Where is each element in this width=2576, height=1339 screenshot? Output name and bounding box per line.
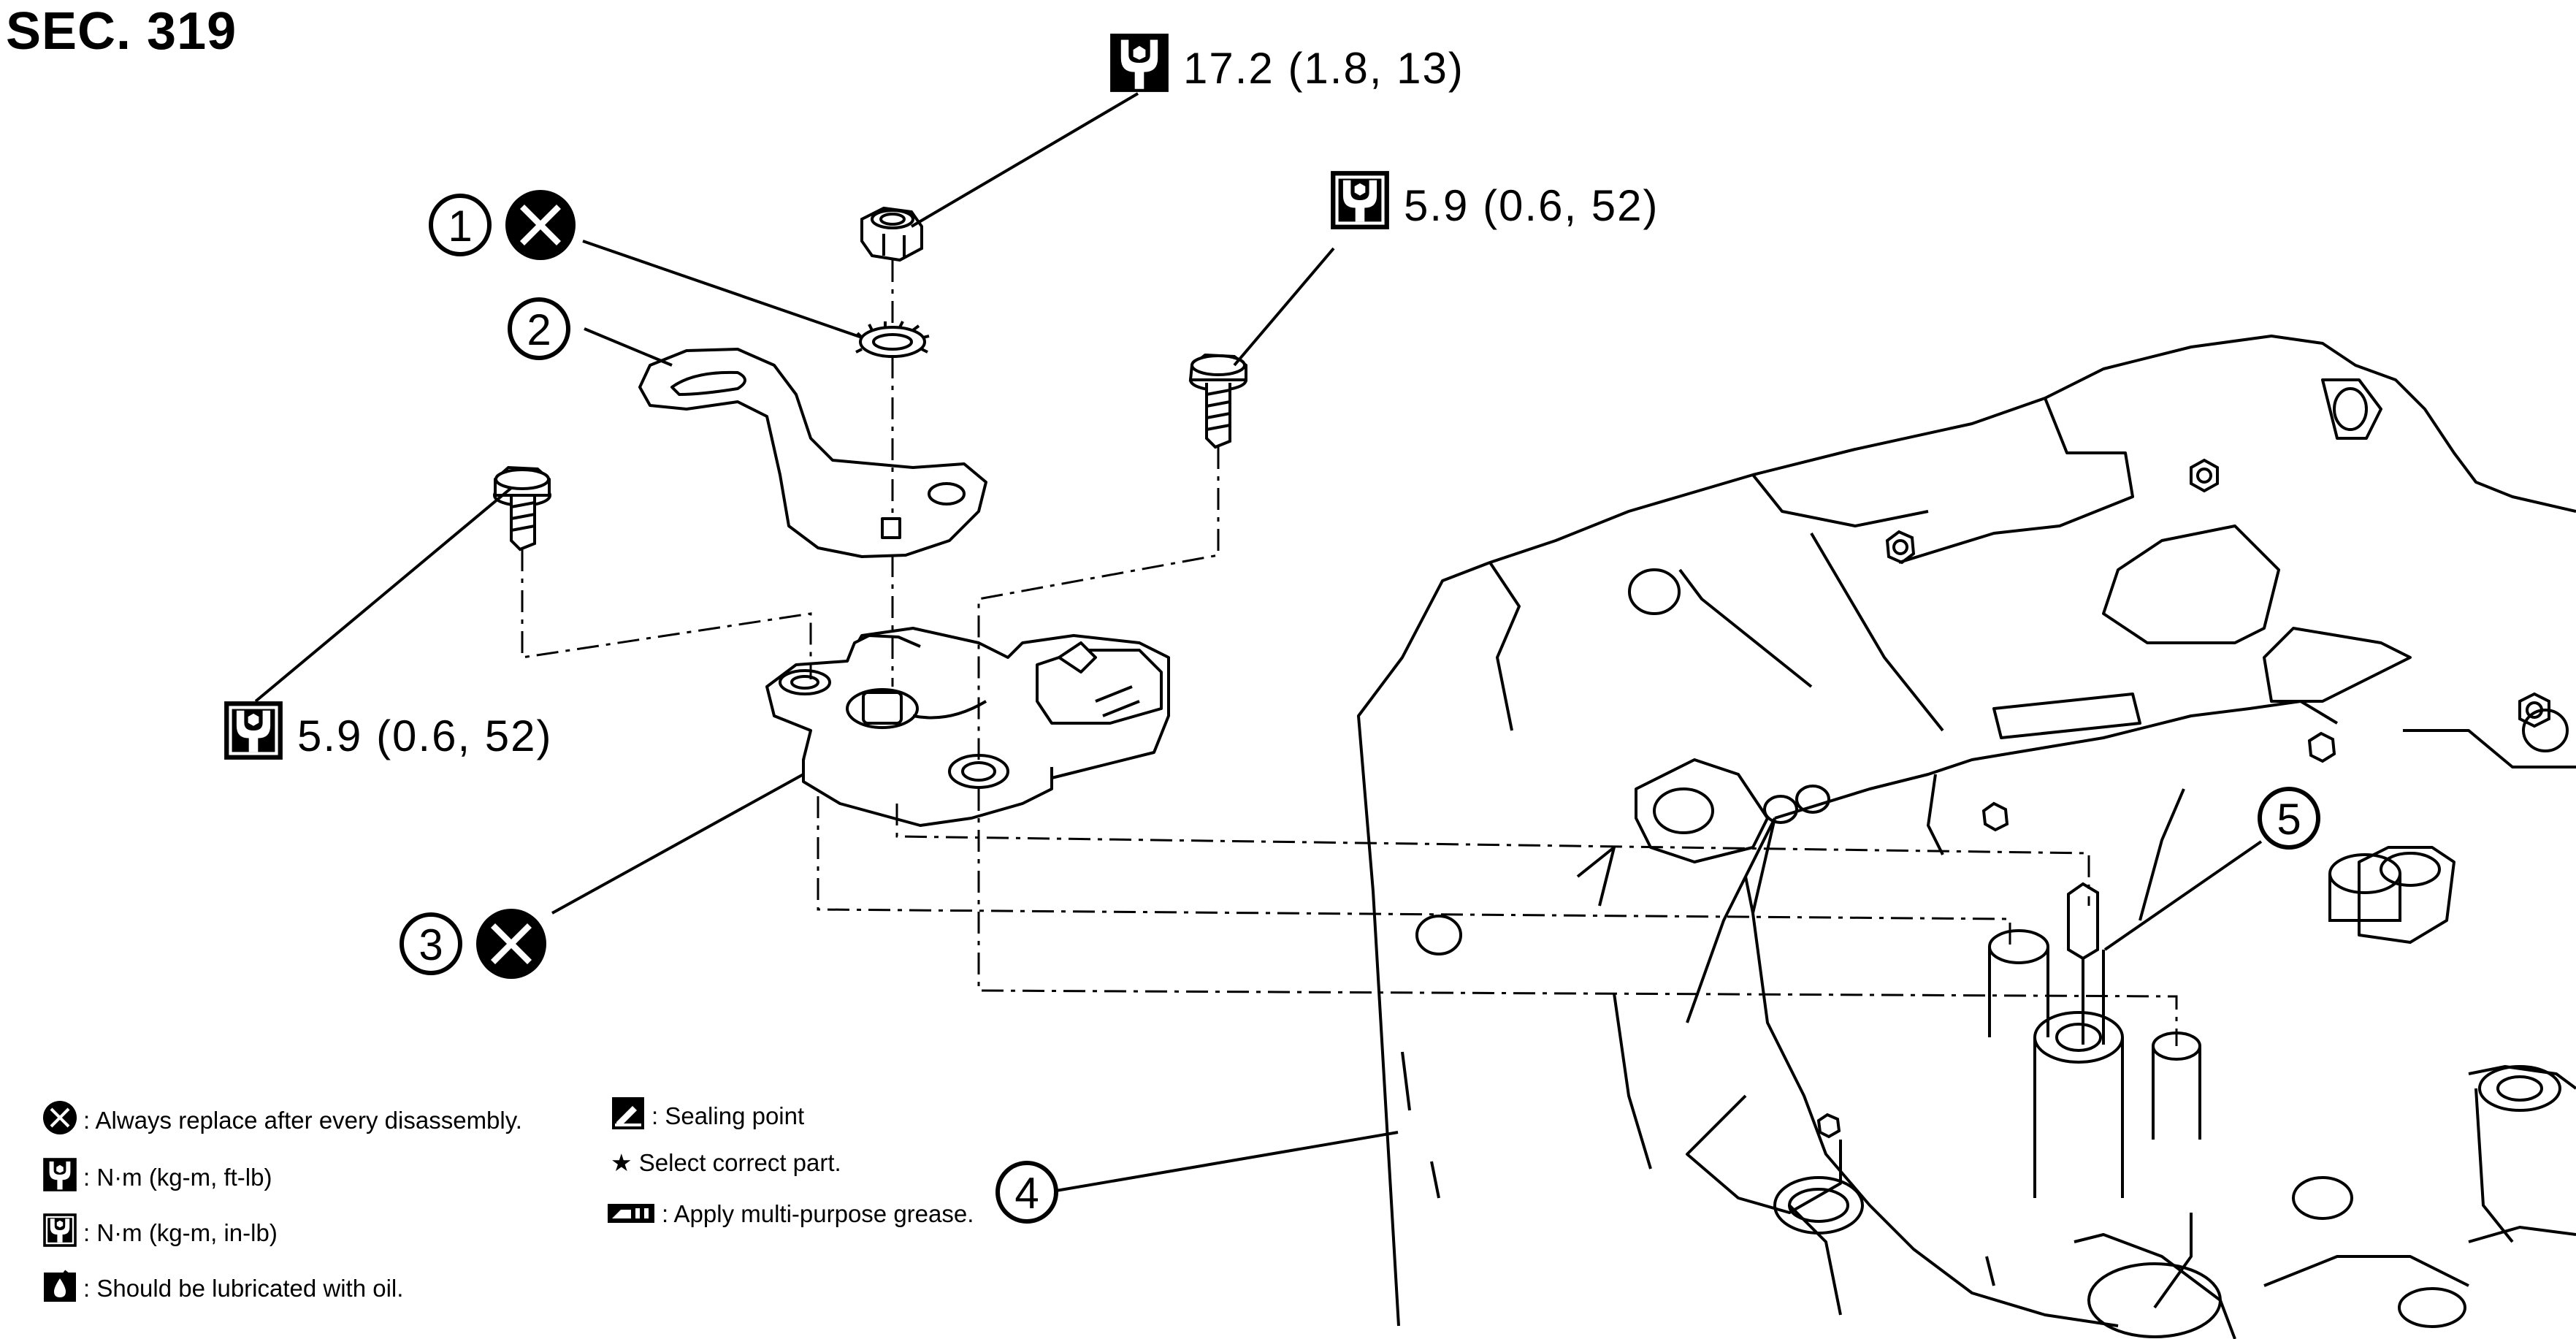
legend-grease: : Apply multi-purpose grease. [606,1198,974,1230]
callout-1: 1 [429,190,576,260]
callout-1-label: 1 [448,202,472,251]
torque-wrench-ftlb-icon [1109,32,1170,104]
sealing-point-icon [611,1096,646,1137]
torque-inlb-icon [42,1213,77,1254]
legend-torque-ftlb: : N·m (kg-m, ft-lb) [42,1157,272,1198]
legend-sealing-point-text: : Sealing point [651,1102,805,1129]
legend-torque-inlb-text: : N·m (kg-m, in-lb) [83,1219,278,1246]
legend-torque-inlb: : N·m (kg-m, in-lb) [42,1213,278,1254]
transaxle-case [1357,335,2576,1339]
torque-spec-bolt-right: 5.9 (0.6, 52) [1329,169,1659,241]
callout-5-label: 5 [2277,795,2301,844]
torque-spec-bolt-left-value: 5.9 (0.6, 52) [297,711,553,760]
legend-oil-text: : Should be lubricated with oil. [83,1275,404,1302]
torque-wrench-inlb-icon [223,700,284,771]
grease-icon [606,1198,656,1230]
legend-always-replace: : Always replace after every disassembly… [42,1100,522,1141]
callout-2-label: 2 [527,305,551,354]
case-bosses [1763,458,2550,1198]
legend-sealing-point: : Sealing point [611,1096,804,1137]
torque-ftlb-icon [42,1157,77,1198]
alignment-lines [521,260,2178,1046]
oil-icon [42,1268,77,1309]
callout-5: 5 [2258,787,2320,850]
pnp-switch-part [765,627,1170,827]
lock-washer-part [855,321,930,358]
torque-spec-nut-value: 17.2 (1.8, 13) [1183,43,1464,93]
callout-3: 3 [400,909,546,979]
section-title: SEC. 319 [6,2,237,61]
callout-3-label: 3 [418,920,443,969]
bracket-part [638,348,987,558]
legend-oil: : Should be lubricated with oil. [42,1268,403,1309]
bolt-right [1188,353,1247,449]
legend-select-part: ★ Select correct part. [611,1148,841,1177]
nut-part [860,206,923,262]
torque-wrench-inlb-icon [1329,169,1391,241]
legend-always-replace-text: : Always replace after every disassembly… [83,1107,522,1134]
bolt-left [493,465,551,552]
legend-select-part-text: ★ Select correct part. [611,1149,841,1176]
leader-lines [254,92,2263,1192]
callout-2: 2 [508,297,570,360]
torque-spec-nut: 17.2 (1.8, 13) [1109,32,1464,104]
legend-grease-text: : Apply multi-purpose grease. [662,1200,974,1227]
legend-torque-ftlb-text: : N·m (kg-m, ft-lb) [83,1164,272,1191]
always-replace-icon [42,1100,77,1141]
torque-spec-bolt-right-value: 5.9 (0.6, 52) [1404,180,1659,230]
torque-spec-bolt-left: 5.9 (0.6, 52) [223,700,553,771]
callout-4-label: 4 [1014,1169,1039,1218]
callout-4: 4 [995,1161,1058,1224]
